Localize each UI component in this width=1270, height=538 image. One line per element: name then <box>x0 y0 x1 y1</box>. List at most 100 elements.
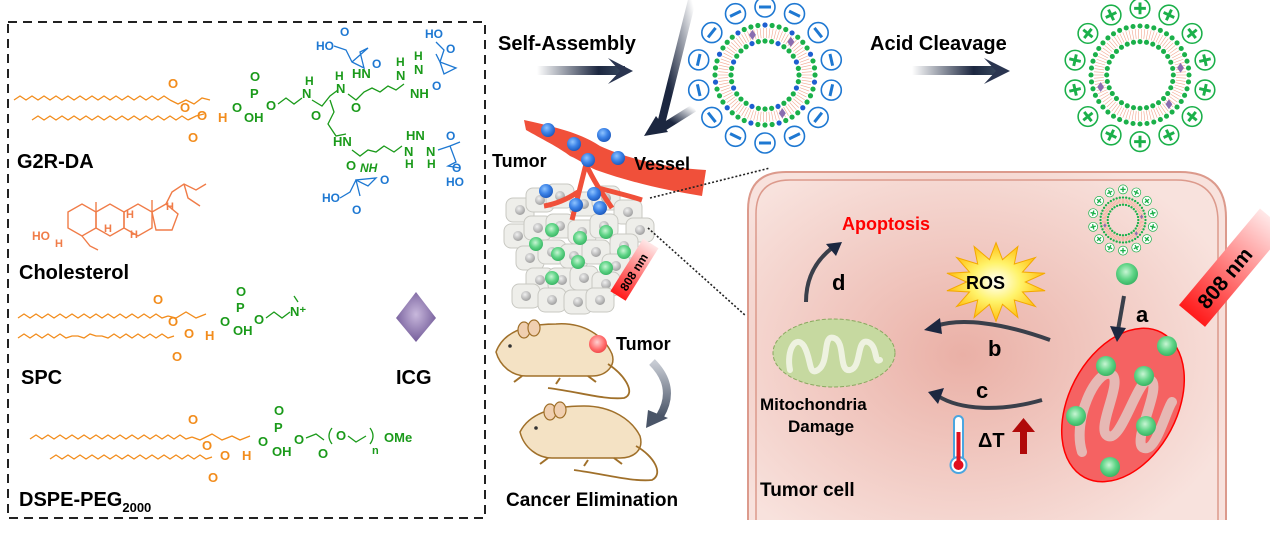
dma-o-1: O <box>340 25 349 39</box>
cell-nucleus <box>591 247 601 257</box>
lipid-tail <box>747 31 752 41</box>
lipid-head <box>1137 121 1143 127</box>
lipid-head <box>1110 31 1117 37</box>
lipid-head <box>1132 208 1135 211</box>
step-a-arrowhead <box>1110 326 1126 342</box>
lipid-head <box>730 59 737 65</box>
cell-nucleus <box>515 205 525 215</box>
lipid-head <box>804 45 810 51</box>
lipid-tail <box>793 44 802 52</box>
lipid-head <box>769 22 775 29</box>
dspe-ester-o-2: O <box>220 448 230 463</box>
phosphate-oh: OH <box>244 110 264 125</box>
lipid-tail <box>1106 230 1111 234</box>
lipid-head <box>810 58 816 64</box>
apoptosis-label: Apoptosis <box>842 214 930 234</box>
step-b-arrowhead <box>924 318 942 334</box>
step-c-arrow-icon <box>936 394 1043 410</box>
lipid-tail <box>1105 229 1110 233</box>
lipid-tail <box>759 28 762 39</box>
lipid-head <box>1088 65 1095 71</box>
lipid-tail <box>1103 211 1108 214</box>
lipid-tail <box>1131 110 1134 121</box>
lipid-tail <box>1122 32 1127 42</box>
lipid-head <box>1130 120 1136 127</box>
spc-label: SPC <box>21 367 62 389</box>
guanidine-h-3: H <box>405 157 414 171</box>
lipid-tail <box>718 82 729 86</box>
icg-molecule <box>1177 62 1184 73</box>
lipid-tail <box>798 55 809 61</box>
lipid-head <box>734 53 740 59</box>
lipid-tail <box>1134 111 1137 121</box>
tumor-mouse-icon <box>495 319 630 400</box>
lipid-head <box>1157 27 1163 33</box>
tumor-tissue <box>503 183 655 315</box>
lipid-head <box>786 48 792 54</box>
lipid-tail <box>1153 32 1158 42</box>
carbonyl-o-2: O <box>188 130 198 145</box>
lipid-tail <box>1153 108 1158 118</box>
lipid-tail <box>1117 236 1120 241</box>
lipid-tail <box>1136 208 1142 212</box>
lipid-head <box>749 103 755 110</box>
lipid-head <box>741 117 747 124</box>
lipid-tail <box>1173 89 1183 95</box>
lipid-tail <box>801 79 812 82</box>
lipid-tail <box>1162 103 1169 112</box>
phosphate-o-2: O <box>266 98 276 113</box>
lipid-head <box>1117 27 1123 33</box>
lipid-head <box>1128 240 1131 243</box>
amide-n: N <box>302 86 311 101</box>
lipid-tail <box>797 92 807 98</box>
icg-molecule <box>1165 99 1173 110</box>
dspe-ester-o: O <box>202 438 212 453</box>
lipid-tail <box>1132 202 1136 207</box>
lipid-head <box>1135 212 1139 216</box>
lipid-head <box>1092 92 1098 98</box>
lipid-head <box>1125 196 1128 199</box>
lipid-tail <box>1136 207 1141 211</box>
spc-structure: O O O O H O P O OH O N⁺ <box>17 284 306 364</box>
lipid-tail <box>1126 199 1129 204</box>
lipid-head <box>1135 224 1139 228</box>
lipid-head <box>720 45 726 51</box>
cholesterol-h-2: H <box>104 223 112 235</box>
lipid-tail <box>1106 42 1115 51</box>
lipid-head <box>1132 229 1135 232</box>
lipid-tail <box>783 106 789 116</box>
green-nanoparticle <box>529 237 543 251</box>
lipid-tail <box>1113 36 1120 46</box>
lipid-head <box>1109 210 1112 213</box>
cell-nucleus <box>533 223 543 233</box>
cell-nucleus <box>513 231 523 241</box>
amide-h-2: H <box>335 69 344 83</box>
dma-ho-4: HO <box>322 191 340 205</box>
lipid-tail <box>1143 29 1146 39</box>
lipid-tail <box>1130 234 1133 240</box>
green-nanoparticle <box>545 223 559 237</box>
cholesterol-h-4: H <box>166 201 174 213</box>
green-nanoparticle <box>1066 406 1086 426</box>
cell-nucleus <box>557 275 567 285</box>
lipid-tail <box>1119 107 1125 117</box>
lipid-head <box>1184 58 1190 64</box>
lipid-head <box>1130 23 1136 30</box>
lipid-tail <box>1148 30 1152 40</box>
lipid-tail <box>773 29 777 40</box>
lipid-tail <box>1102 96 1111 103</box>
lipid-head <box>1136 221 1140 225</box>
lipid-head <box>1105 109 1111 115</box>
lipid-tail <box>1175 82 1186 85</box>
step-c-arrowhead <box>928 388 944 404</box>
lipid-head <box>1144 222 1147 225</box>
lipid-tail <box>796 49 806 56</box>
lipid-head <box>1150 41 1156 47</box>
dspe-phosphate-oh: OH <box>272 444 292 459</box>
spc-ester-o-2: O <box>184 326 194 341</box>
lipid-tail <box>720 87 731 92</box>
lipid-tail <box>1103 226 1108 229</box>
lipid-tail <box>1109 203 1113 208</box>
lipid-head <box>735 114 741 120</box>
lipid-tail <box>1174 84 1185 88</box>
